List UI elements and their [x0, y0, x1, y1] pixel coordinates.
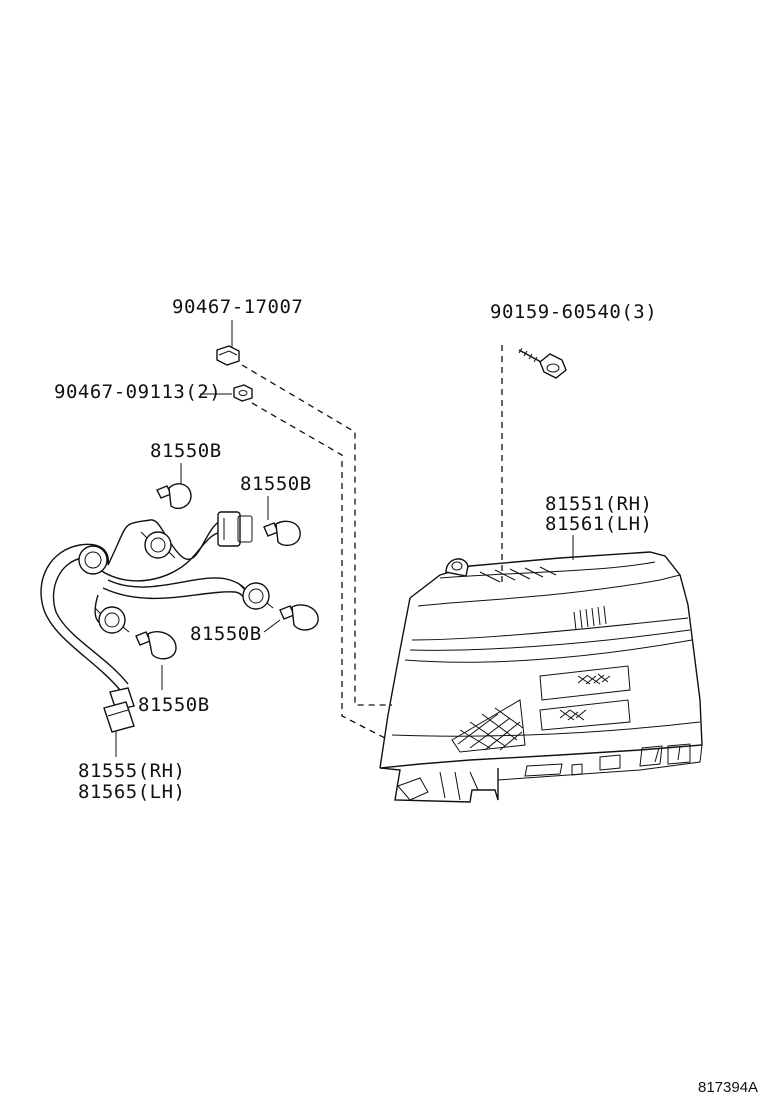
label-nut-upper: 90467-17007 — [172, 296, 303, 318]
label-lamp-rh: 81551(RH) — [545, 493, 652, 515]
lamp-reflector-hatch — [451, 699, 526, 753]
label-lamp-lh: 81561(LH) — [545, 513, 652, 535]
connector-icon — [103, 687, 135, 733]
dash-nut-upper — [241, 364, 392, 706]
assembly-lines — [241, 345, 503, 739]
socket-2-icon — [217, 511, 253, 547]
lamp-hatch-top — [479, 566, 557, 583]
diagram-id: 817394A — [698, 1079, 758, 1096]
label-screw: 90159-60540(3) — [490, 301, 657, 323]
bulb-4-icon — [135, 630, 177, 660]
label-socket-rh: 81555(RH) — [78, 760, 185, 782]
label-socket-lh: 81565(LH) — [78, 781, 185, 803]
label-bulb-2: 81550B — [240, 473, 312, 495]
lamp-base — [379, 743, 703, 803]
bulb-2-icon — [263, 520, 301, 547]
lamp-window-upper — [539, 665, 631, 701]
screw-icon — [518, 347, 567, 379]
socket-1-icon — [140, 531, 176, 559]
socket-3-icon — [238, 582, 274, 610]
lamp-ribs — [573, 605, 607, 631]
bulb-3-icon — [279, 604, 319, 631]
socket-4-icon — [94, 606, 130, 634]
leader-lines — [115, 320, 574, 757]
label-nut-lower: 90467-09113(2) — [54, 381, 221, 403]
leader-bulb-3 — [263, 619, 281, 633]
label-bulb-1: 81550B — [150, 440, 222, 462]
socket-5-icon — [78, 545, 108, 575]
lamp-window-lower — [539, 699, 631, 731]
label-bulb-3: 81550B — [190, 623, 262, 645]
label-bulb-4: 81550B — [138, 694, 210, 716]
socket-harness-icon — [40, 511, 274, 733]
rear-lamp-icon — [379, 551, 703, 803]
lamp-stud-icon — [445, 558, 469, 577]
bulb-1-icon — [156, 483, 192, 510]
nut-upper-icon — [216, 345, 240, 366]
nut-lower-icon — [233, 384, 253, 402]
dash-nut-lower — [251, 402, 386, 739]
